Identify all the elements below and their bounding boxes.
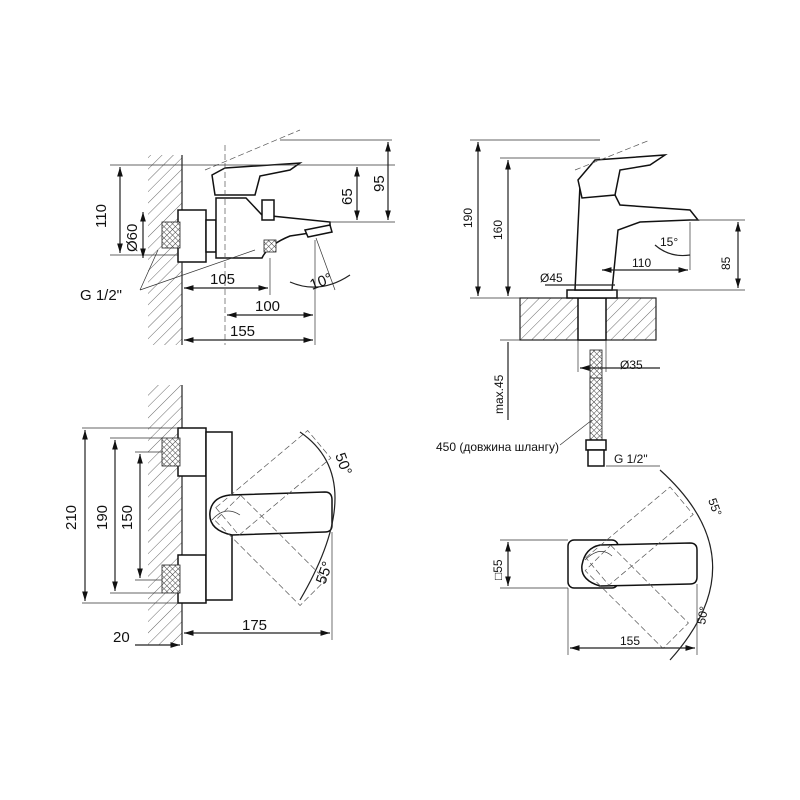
dim-20: 20 (113, 629, 130, 646)
bath-mixer-side-view: 110 Ø60 65 95 105 100 155 10° G 1/2" (80, 129, 395, 345)
dim-210: 210 (63, 505, 80, 530)
dim-d35: Ø35 (620, 358, 643, 372)
basin-mixer-body (574, 184, 700, 291)
dim-155: 155 (620, 634, 640, 648)
angle-50: 50° (694, 605, 711, 626)
lever-handle (211, 162, 303, 196)
basin-lever-top (581, 542, 698, 587)
bath-mixer-top-view: 210 190 150 50° 55° 20 175 (63, 385, 355, 648)
angle-10: 10° (308, 270, 335, 294)
basin-lever (577, 154, 668, 199)
dim-160: 160 (491, 220, 505, 240)
wall-hatch (148, 385, 182, 645)
dim-d60: Ø60 (124, 224, 141, 252)
bath-lever-top (209, 491, 333, 536)
base-ring (566, 289, 618, 299)
basin-mixer-side-view: 190 160 Ø45 110 15° 85 Ø35 max.45 450 (д… (436, 139, 745, 467)
angle-50: 50° (331, 451, 355, 478)
dim-100: 100 (255, 298, 280, 315)
wall-hatch (148, 155, 182, 345)
basin-mixer-top-view: □55 55° 50° 155 (491, 469, 725, 661)
dim-85: 85 (719, 256, 733, 270)
eccentric-nut (177, 209, 207, 263)
hose-length-label: 450 (довжина шлангу) (436, 440, 559, 454)
dim-110: 110 (93, 204, 110, 228)
diverter-knob (261, 199, 275, 221)
dim-155: 155 (230, 323, 255, 340)
dim-d45: Ø45 (540, 271, 563, 285)
dim-110: 110 (632, 256, 651, 270)
thread-label: G 1/2" (614, 452, 648, 466)
hose (589, 377, 603, 441)
dim-max45: max.45 (492, 374, 506, 414)
dim-175: 175 (242, 617, 267, 634)
dim-150: 150 (119, 505, 136, 530)
angle-55: 55° (313, 559, 337, 586)
dim-65: 65 (339, 188, 356, 205)
dim-95: 95 (371, 175, 388, 192)
dim-190: 190 (461, 208, 475, 228)
dim-105: 105 (210, 271, 235, 288)
angle-15: 15° (660, 235, 678, 249)
angle-55: 55° (705, 496, 724, 518)
mixer-body (215, 197, 331, 259)
dim-190: 190 (94, 505, 111, 530)
thread-label: G 1/2" (80, 287, 122, 304)
dim-sq55: □55 (491, 559, 505, 580)
